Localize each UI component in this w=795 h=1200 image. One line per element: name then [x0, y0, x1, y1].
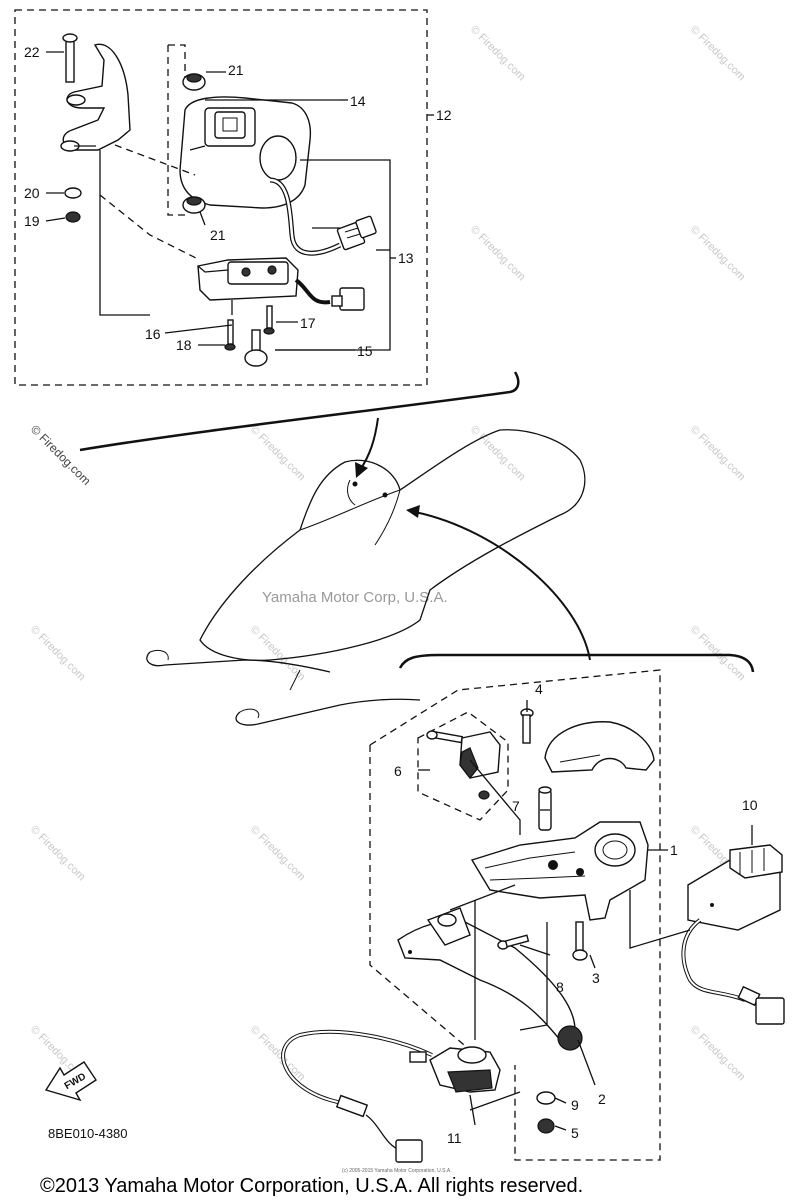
watermark-text: © Firedog.com: [468, 24, 528, 84]
small-nut-part: [478, 790, 490, 800]
callout-6: 6: [394, 763, 402, 779]
callout-14: 14: [350, 93, 366, 109]
connector-part: [395, 1139, 423, 1163]
relay-part: [687, 844, 783, 931]
callout-11: 11: [447, 1130, 462, 1146]
connector-part: [336, 215, 377, 251]
callout-18: 18: [176, 337, 192, 353]
snowmobile-outline: [146, 429, 586, 726]
callout-19: 19: [24, 213, 40, 229]
watermark-text: © Firedog.com: [688, 424, 748, 484]
cover-part: [544, 721, 655, 773]
pointer-arrow: [414, 511, 591, 661]
watermark-text: © Firedog.com: [688, 224, 748, 284]
callout-2: 2: [598, 1091, 606, 1107]
lower-wire: [294, 278, 331, 305]
top-detail-border: [14, 9, 428, 386]
bracket-part: [60, 33, 131, 152]
callout-13: 13: [398, 250, 414, 266]
callout-3: 3: [592, 970, 600, 986]
callout-20: 20: [24, 185, 40, 201]
callout-4: 4: [535, 681, 543, 697]
watermark-text: © Firedog.com: [688, 1024, 748, 1084]
washer-part: [64, 187, 82, 199]
copyright-text: ©2013 Yamaha Motor Corporation, U.S.A. A…: [40, 1175, 583, 1197]
bolt-part: [572, 921, 588, 961]
grommet-part: [186, 73, 202, 83]
callout-1: 1: [670, 842, 678, 858]
watermark-text: © Firedog.com: [28, 624, 88, 684]
relay-wire: [681, 918, 746, 1002]
lower-switch-part: [197, 257, 299, 301]
nut-part: [536, 1091, 556, 1105]
screw-part: [224, 319, 236, 351]
center-watermark: Yamaha Motor Corp, U.S.A.: [262, 589, 448, 606]
callout-5: 5: [571, 1125, 579, 1141]
top-detail-group: [14, 9, 428, 386]
callout-10: 10: [742, 797, 758, 813]
fwd-arrow-icon: FWD: [44, 1061, 97, 1102]
callout-22: 22: [24, 44, 40, 60]
fine-print: (c) 2005-2015 Yamaha Motor Corporation, …: [342, 1168, 452, 1174]
connector-part: [339, 287, 365, 311]
nut-part: [65, 211, 81, 223]
switch-housing-part: [179, 96, 312, 209]
diagram-code: 8BE010-4380: [48, 1126, 128, 1141]
callout-16: 16: [145, 326, 161, 342]
watermark-layer: © Firedog.com © Firedog.com © Firedog.co…: [28, 24, 748, 1084]
callout-labels: 22 21 14 12 20 19 21 13 17 16 18 15 4 6 …: [24, 44, 758, 1146]
watermark-text: © Firedog.com: [248, 1024, 308, 1084]
callout-21: 21: [210, 227, 226, 243]
callout-7: 7: [512, 798, 520, 814]
connector-arc: [79, 371, 520, 452]
bolt-part: [520, 708, 534, 744]
screw-part: [263, 305, 275, 335]
connector-part: [755, 997, 785, 1025]
callout-21: 21: [228, 62, 244, 78]
bolt-part: [244, 329, 268, 367]
bottom-detail-group: [281, 669, 785, 1163]
watermark-text: © Firedog.com: [28, 824, 88, 884]
callout-12: 12: [436, 107, 452, 123]
watermark-text: © Firedog.com: [248, 624, 308, 684]
watermark-text: © Firedog.com: [468, 424, 528, 484]
connector-arc: [398, 653, 755, 673]
watermark-text: © Firedog.com: [248, 824, 308, 884]
arrowhead: [355, 462, 368, 478]
watermark-text: © Firedog.com: [688, 624, 748, 684]
bolt-part: [497, 934, 530, 950]
watermark-text: © Firedog.com: [468, 224, 528, 284]
watermark-text: © Firedog.com: [688, 24, 748, 84]
nut-part: [537, 1118, 555, 1134]
lever-ball-part: [557, 1025, 583, 1051]
callout-17: 17: [300, 315, 316, 331]
callout-8: 8: [556, 979, 564, 995]
watermark-text: © Firedog.com: [28, 422, 94, 488]
callout-9: 9: [571, 1097, 579, 1113]
callout-15: 15: [357, 343, 373, 359]
grommet-part: [186, 196, 202, 206]
watermark-text: © Firedog.com: [248, 424, 308, 484]
switch-wire: [281, 1029, 433, 1110]
brake-lever-part: [397, 920, 576, 1041]
arrowhead: [406, 505, 420, 518]
